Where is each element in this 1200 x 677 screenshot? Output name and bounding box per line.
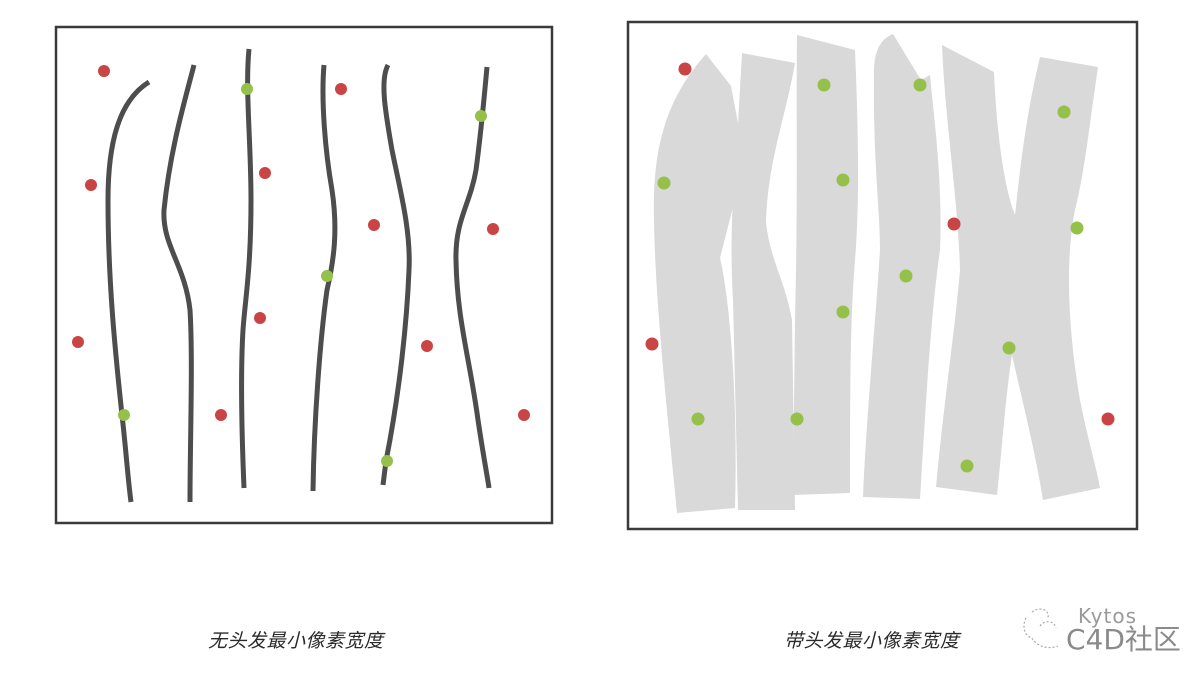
left-frame [54, 25, 554, 525]
miss-dots [72, 65, 530, 421]
left-diagram [54, 25, 554, 525]
hit-dots [657, 78, 1084, 473]
right-caption: 带头发最小像素宽度 [784, 630, 960, 652]
watermark: Kytos C4D社区 [1018, 604, 1200, 664]
left-panel-no-hair-width [0, 0, 600, 540]
left-caption: 无头发最小像素宽度 [208, 630, 384, 652]
thin-hair-strands [105, 48, 492, 503]
right-diagram [626, 20, 1139, 531]
hit-dots [118, 83, 487, 467]
watermark-main-text: C4D社区 [1066, 623, 1181, 656]
watermark-top-text: Kytos [1078, 604, 1137, 628]
watermark-logo-icon [1023, 608, 1059, 649]
miss-dots [645, 62, 1115, 426]
wide-hair-strands [653, 34, 1100, 513]
